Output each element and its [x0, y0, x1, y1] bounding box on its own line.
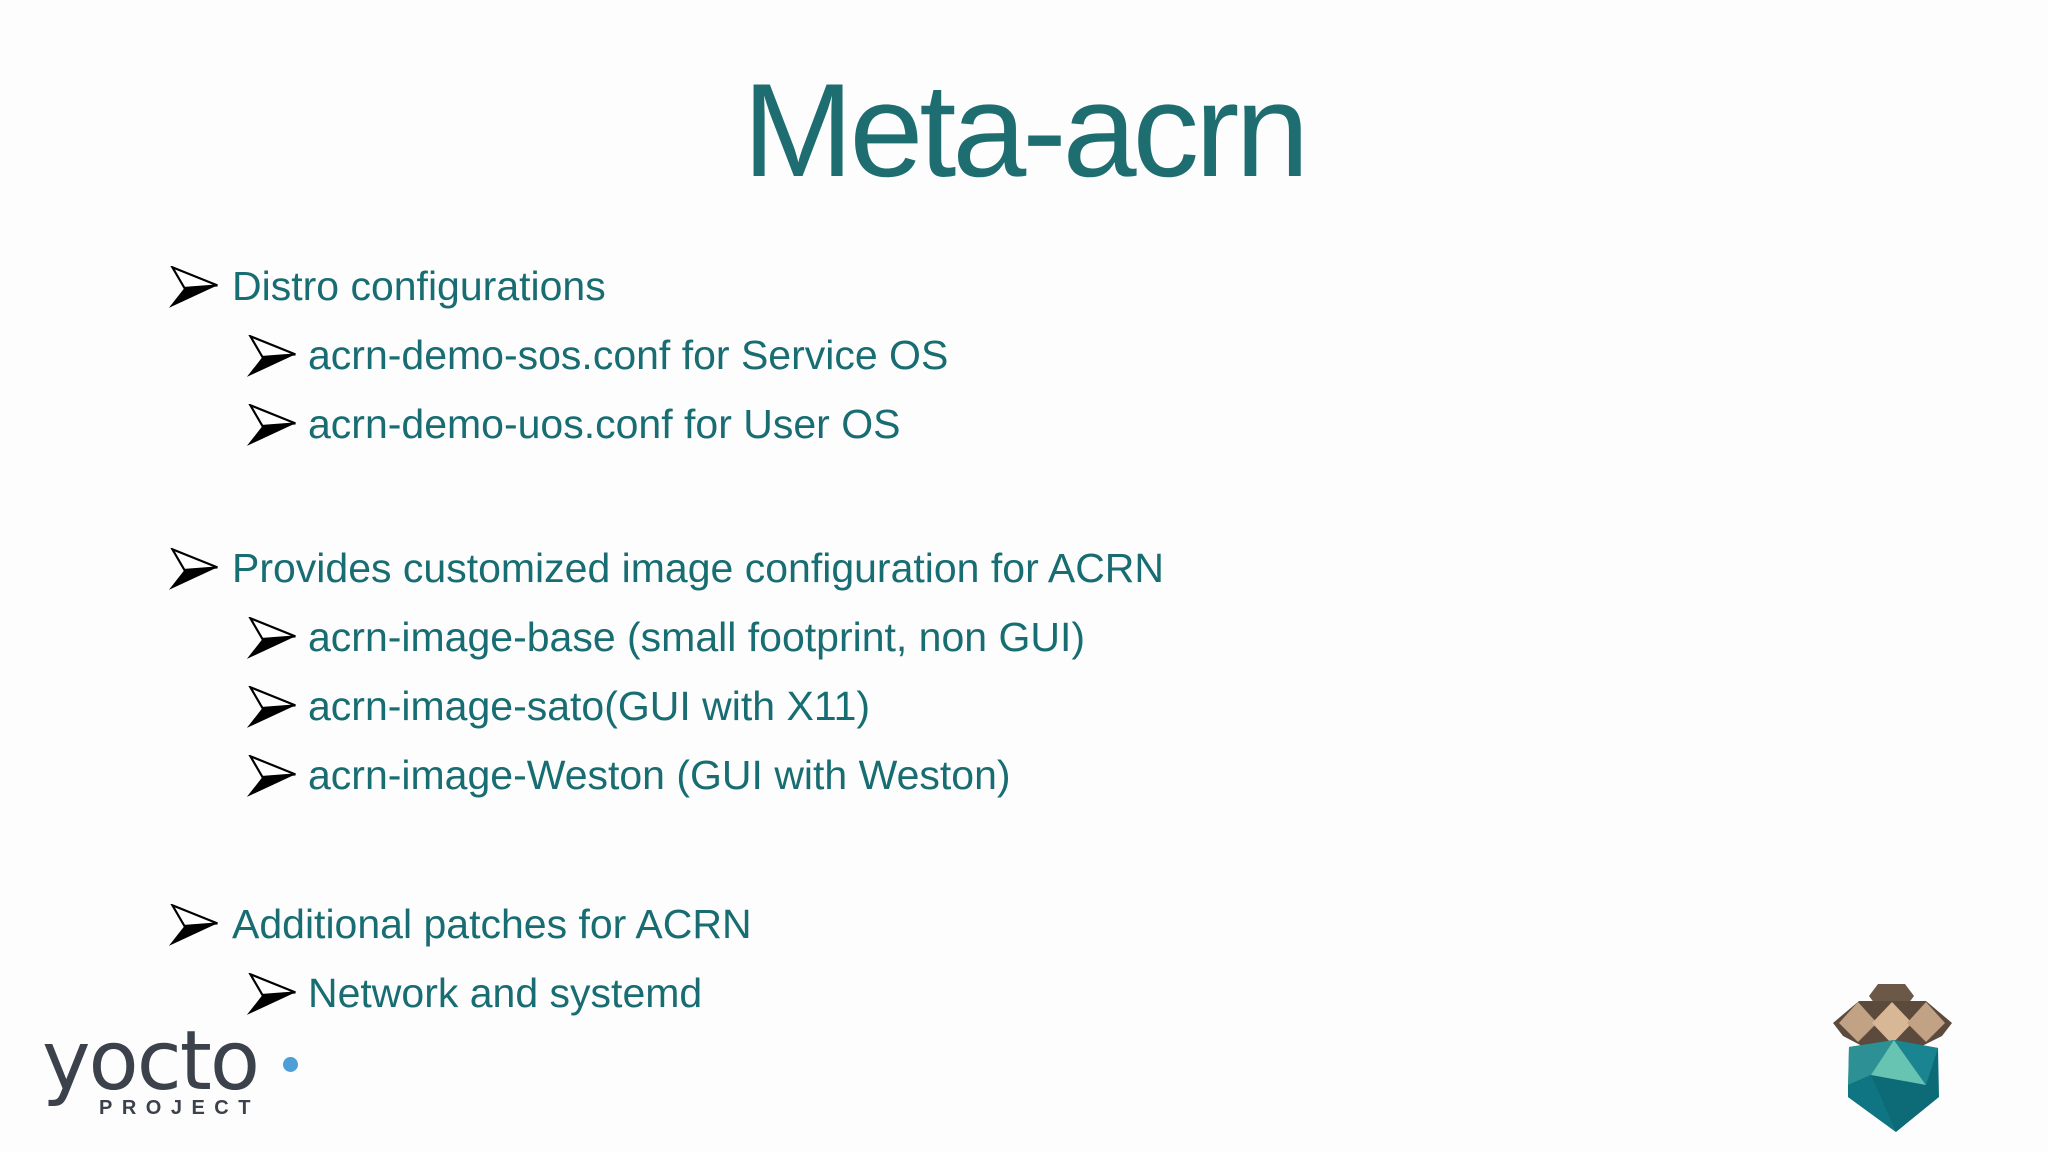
bullet-text: acrn-image-sato(GUI with X11)	[308, 683, 871, 729]
bullet-text: acrn-demo-uos.conf for User OS	[308, 401, 901, 447]
bullet-text: Provides customized image configuration …	[232, 545, 1165, 591]
bullet-item: Provides customized image configuration …	[168, 541, 1164, 592]
arrow-bullet-icon	[168, 904, 218, 946]
arrow-bullet-icon	[246, 617, 296, 659]
yocto-logo-dot	[283, 1057, 298, 1072]
arrow-bullet-icon	[246, 335, 296, 377]
bullet-item: Network and systemd	[246, 966, 702, 1017]
bullet-item: acrn-image-base (small footprint, non GU…	[246, 610, 1085, 661]
yocto-logo-project-label: PROJECT	[99, 1097, 260, 1119]
arrow-bullet-icon	[246, 755, 296, 797]
bullet-text: Additional patches for ACRN	[232, 901, 752, 947]
arrow-bullet-icon	[246, 973, 296, 1015]
bullet-item: Distro configurations	[168, 259, 606, 310]
bullet-item: acrn-demo-sos.conf for Service OS	[246, 328, 948, 379]
arrow-bullet-icon	[168, 266, 218, 308]
yocto-logo-wordmark: yocto	[42, 1014, 260, 1109]
bullet-item: acrn-demo-uos.conf for User OS	[246, 397, 900, 448]
page-title: Meta-acrn	[742, 57, 1310, 205]
bullet-item: Additional patches for ACRN	[168, 897, 752, 948]
bullet-item: acrn-image-sato(GUI with X11)	[246, 679, 870, 730]
arrow-bullet-icon	[246, 686, 296, 728]
acorn-logo	[1833, 984, 1952, 1132]
arrow-bullet-icon	[168, 548, 218, 590]
bullet-text: acrn-image-Weston (GUI with Weston)	[308, 752, 1011, 798]
bullet-text: Network and systemd	[308, 970, 703, 1016]
arrow-bullet-icon	[246, 404, 296, 446]
bullet-item: acrn-image-Weston (GUI with Weston)	[246, 748, 1011, 799]
bullet-text: acrn-demo-sos.conf for Service OS	[308, 332, 949, 378]
bullet-text: Distro configurations	[232, 263, 606, 309]
bullet-text: acrn-image-base (small footprint, non GU…	[308, 614, 1086, 660]
